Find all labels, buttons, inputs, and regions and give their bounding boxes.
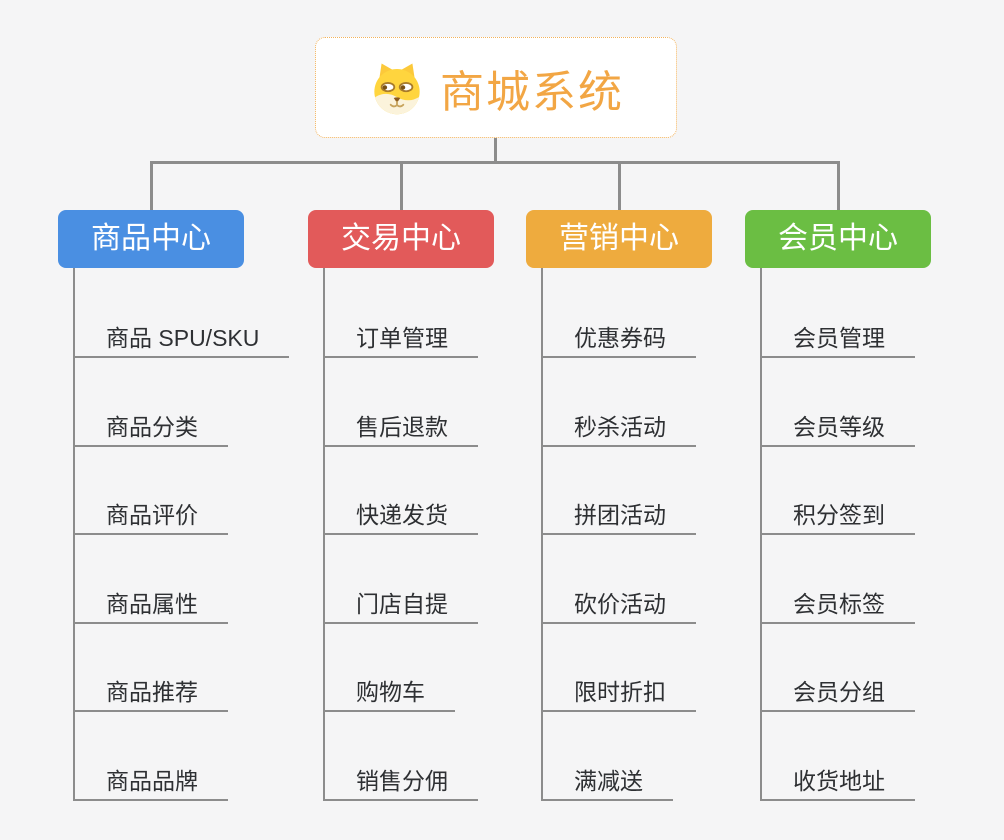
leaf-node[interactable]: 商品推荐 xyxy=(73,674,228,712)
leaf-node[interactable]: 快递发货 xyxy=(323,497,478,535)
leaf-node[interactable]: 会员分组 xyxy=(760,674,915,712)
leaf-node[interactable]: 商品属性 xyxy=(73,586,228,624)
leaf-node[interactable]: 满减送 xyxy=(541,763,673,801)
leaf-node[interactable]: 砍价活动 xyxy=(541,586,696,624)
leaf-node[interactable]: 拼团活动 xyxy=(541,497,696,535)
leaf-node[interactable]: 优惠券码 xyxy=(541,320,696,358)
leaf-node[interactable]: 售后退款 xyxy=(323,409,478,447)
connector-drop-4 xyxy=(837,161,840,211)
branch-group-member-center: 会员中心 会员管理 会员等级 积分签到 会员标签 会员分组 收货地址 xyxy=(745,0,1004,840)
leaf-node[interactable]: 销售分佣 xyxy=(323,763,478,801)
leaf-node[interactable]: 会员等级 xyxy=(760,409,915,447)
root-title: 商城系统 xyxy=(440,67,624,117)
branch-node-marketing-center[interactable]: 营销中心 xyxy=(526,210,712,268)
leaf-node[interactable]: 会员标签 xyxy=(760,586,915,624)
leaf-node[interactable]: 积分签到 xyxy=(760,497,915,535)
branch-group-trade-center: 交易中心 订单管理 售后退款 快递发货 门店自提 购物车 销售分佣 xyxy=(308,0,568,840)
leaf-node[interactable]: 订单管理 xyxy=(323,320,478,358)
leaf-node[interactable]: 商品评价 xyxy=(73,497,228,535)
leaf-node[interactable]: 收货地址 xyxy=(760,763,915,801)
leaf-node[interactable]: 会员管理 xyxy=(760,320,915,358)
branch-group-product-center: 商品中心 商品 SPU/SKU 商品分类 商品评价 商品属性 商品推荐 商品品牌 xyxy=(58,0,318,840)
branch-node-trade-center[interactable]: 交易中心 xyxy=(308,210,494,268)
branch-node-member-center[interactable]: 会员中心 xyxy=(745,210,931,268)
connector-rail xyxy=(150,161,838,164)
connector-drop-2 xyxy=(400,161,403,211)
branch-group-marketing-center: 营销中心 优惠券码 秒杀活动 拼团活动 砍价活动 限时折扣 满减送 xyxy=(526,0,786,840)
leaf-node[interactable]: 商品 SPU/SKU xyxy=(73,320,290,358)
connector-root-stub xyxy=(494,138,497,162)
connector-drop-3 xyxy=(618,161,621,211)
root-node[interactable]: 商城系统 xyxy=(315,37,677,138)
dog-face-icon xyxy=(374,63,420,114)
leaf-node[interactable]: 商品分类 xyxy=(73,409,228,447)
leaf-node[interactable]: 门店自提 xyxy=(323,586,478,624)
branch-node-product-center[interactable]: 商品中心 xyxy=(58,210,244,268)
leaf-node[interactable]: 商品品牌 xyxy=(73,763,228,801)
leaf-node[interactable]: 秒杀活动 xyxy=(541,409,696,447)
leaf-node[interactable]: 限时折扣 xyxy=(541,674,696,712)
leaf-node[interactable]: 购物车 xyxy=(323,674,455,712)
connector-drop-1 xyxy=(150,161,153,211)
